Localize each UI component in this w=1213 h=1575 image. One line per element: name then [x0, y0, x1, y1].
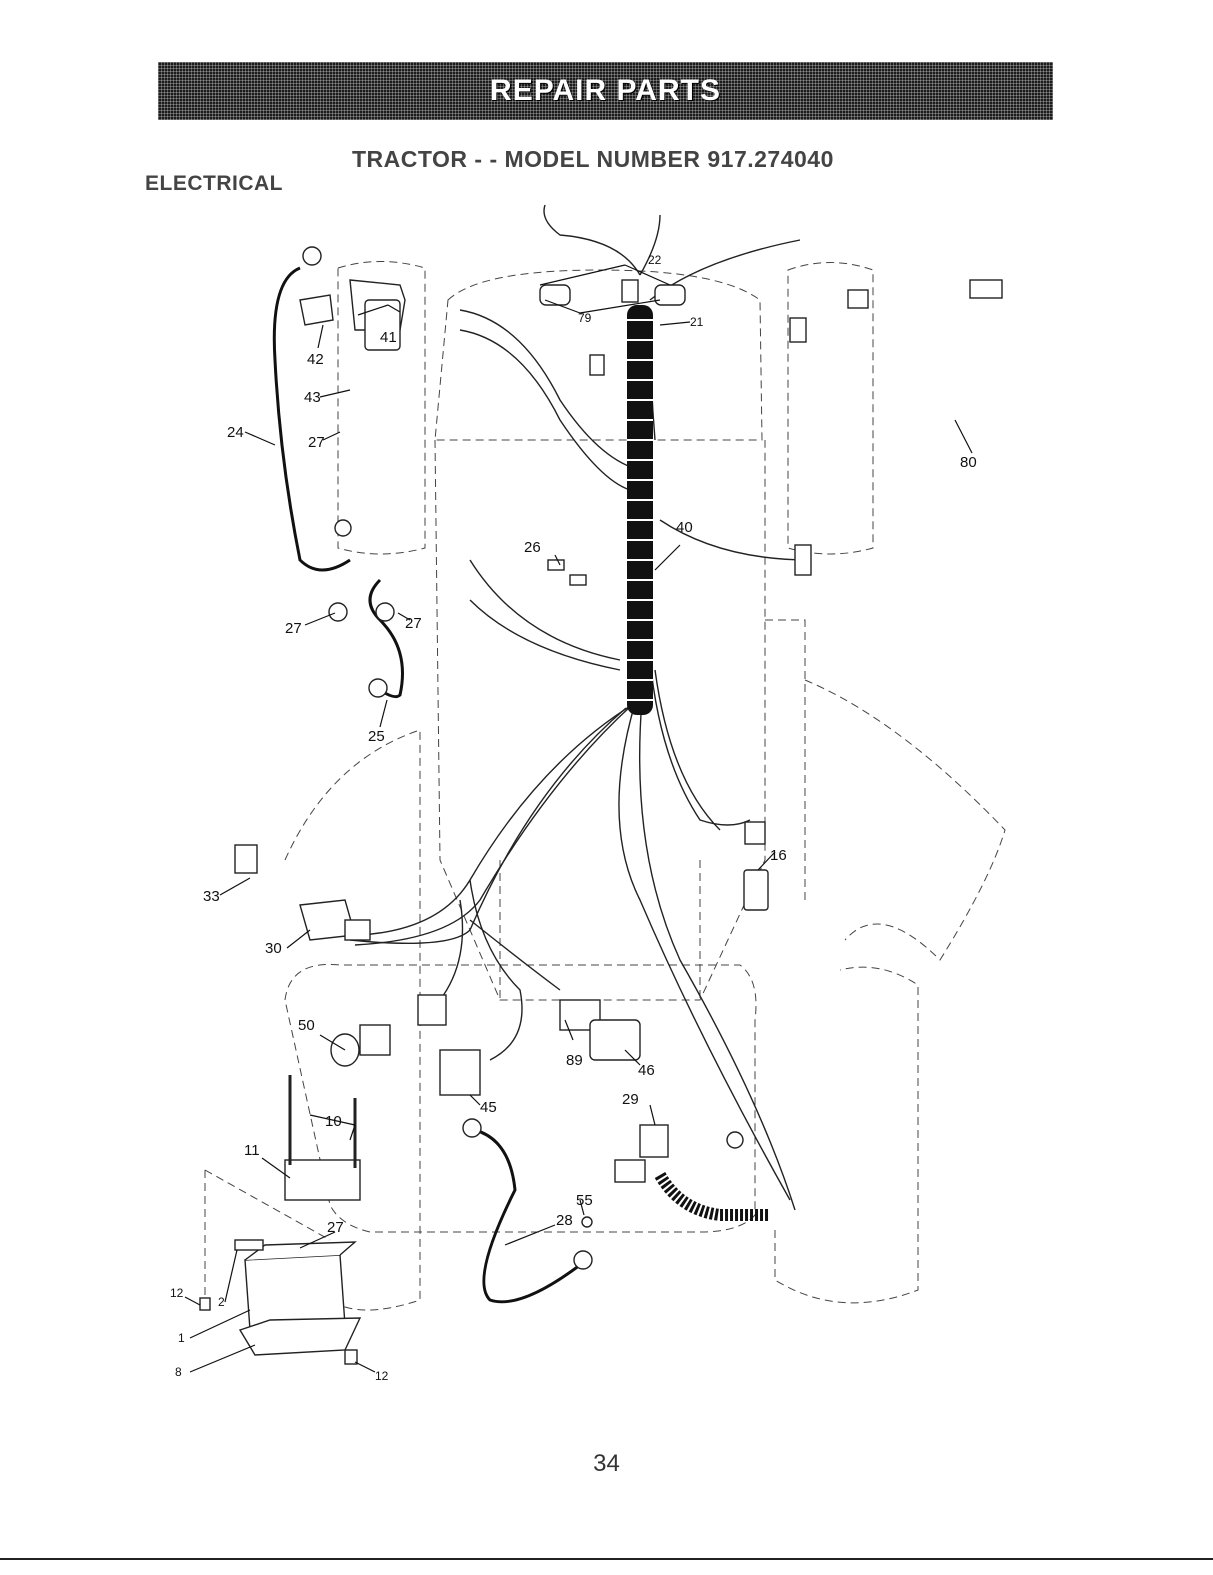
module-45 [440, 1050, 480, 1095]
callout-1: 1 [178, 1331, 185, 1345]
callout-22: 22 [648, 253, 662, 267]
callout-2: 2 [218, 1295, 225, 1309]
connector-right-top [790, 318, 806, 342]
hold-down-11 [285, 1160, 360, 1200]
harness-coil-40 [627, 305, 653, 715]
connector-hood [590, 355, 604, 375]
connector-80-right [970, 280, 1002, 298]
nut-27-right [376, 603, 394, 621]
connector-right-mid [795, 545, 811, 575]
callout-89: 89 [566, 1052, 583, 1069]
callout-27-left: 27 [285, 620, 302, 637]
fuse-26a [548, 560, 564, 570]
nut-27-solenoid [335, 520, 351, 536]
boot-42 [300, 295, 333, 325]
headlight-left [540, 285, 570, 305]
callout-45: 45 [480, 1099, 497, 1116]
seat-switch-coil [660, 1175, 770, 1215]
connector-29 [615, 1160, 645, 1182]
components [200, 247, 1002, 1364]
ring-terminal-24 [303, 247, 321, 265]
callout-26: 26 [524, 539, 541, 556]
callout-41: 41 [380, 329, 397, 346]
callout-27-right: 27 [405, 615, 422, 632]
connector-16 [745, 822, 765, 844]
callout-30: 30 [265, 940, 282, 957]
relay-33 [235, 845, 257, 873]
tractor-outline [205, 262, 1005, 1311]
fuse-26b [570, 575, 586, 585]
callout-8: 8 [175, 1365, 182, 1379]
callout-80: 80 [960, 454, 977, 471]
battery-cables [274, 268, 580, 1302]
connector-80-left [848, 290, 868, 308]
headlight-right [655, 285, 685, 305]
callout-46: 46 [638, 1062, 655, 1079]
plug-30 [345, 920, 370, 940]
callout-21: 21 [690, 315, 704, 329]
ring-terminal-28b [574, 1251, 592, 1269]
seat-switch-29 [640, 1125, 668, 1157]
callout-24: 24 [227, 424, 244, 441]
callout-28: 28 [556, 1212, 573, 1229]
callout-50: 50 [298, 1017, 315, 1034]
callout-12-left: 12 [170, 1286, 184, 1300]
screw-55 [582, 1217, 592, 1227]
switch-50-body [360, 1025, 390, 1055]
bottom-rule [0, 1558, 1213, 1560]
callout-12-right: 12 [375, 1369, 389, 1383]
callout-11: 11 [244, 1142, 260, 1159]
plug-center [418, 995, 446, 1025]
nut-27-left [329, 603, 347, 621]
battery-tray-8 [240, 1318, 360, 1355]
frame-outline [435, 440, 765, 1000]
ring-terminal-28a [463, 1119, 481, 1137]
switch-16 [744, 870, 768, 910]
callout-10: 10 [325, 1113, 342, 1130]
callout-16: 16 [770, 847, 787, 864]
callout-33: 33 [203, 888, 220, 905]
ring-terminal-25 [369, 679, 387, 697]
page-number: 34 [0, 1450, 1213, 1478]
callout-27-battery: 27 [327, 1219, 344, 1236]
callouts: 22 79 21 24 42 41 43 27 27 27 25 26 40 8… [170, 253, 977, 1383]
callout-42: 42 [307, 351, 324, 368]
connector-upper [622, 280, 638, 302]
callout-43: 43 [304, 389, 321, 406]
hour-meter-46 [590, 1020, 640, 1060]
deck-outline [805, 680, 1005, 960]
callout-25: 25 [368, 728, 385, 745]
bolt-2 [235, 1240, 263, 1250]
callout-55: 55 [576, 1192, 593, 1209]
rods-10 [290, 1075, 355, 1168]
ring-terminal-29 [727, 1132, 743, 1148]
callout-27-solenoid: 27 [308, 434, 325, 451]
callout-40: 40 [676, 519, 693, 536]
nut-12-left [200, 1298, 210, 1310]
rear-wheel-right [775, 967, 918, 1303]
callout-79: 79 [578, 311, 592, 325]
callout-29: 29 [622, 1091, 639, 1108]
